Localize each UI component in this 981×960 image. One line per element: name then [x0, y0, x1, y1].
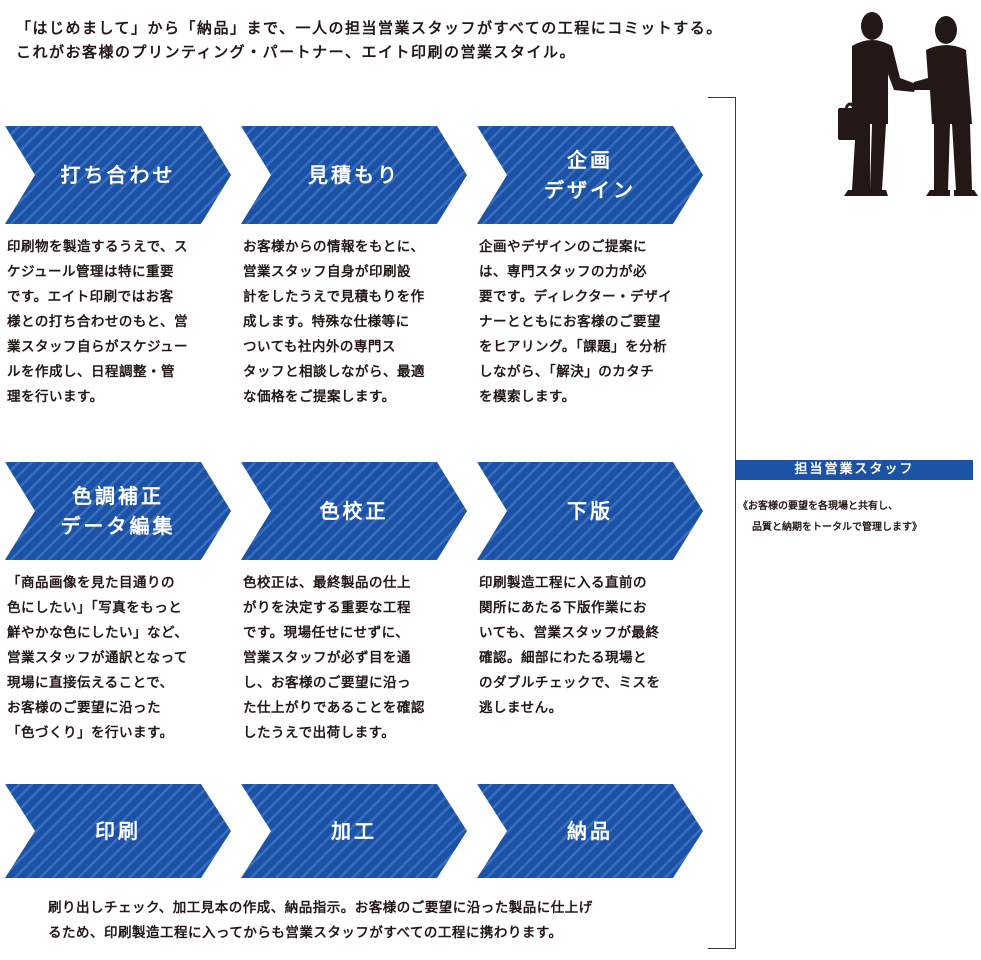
step-label: 打ち合わせ — [60, 163, 176, 187]
desc-line: タッフと相談しながら、最適 — [243, 364, 425, 380]
desc-line: 計をしたうえで見積もりを作 — [243, 289, 425, 305]
handshake-silhouette-icon — [838, 12, 978, 196]
desc-line: は、専門スタッフの力が必 — [479, 264, 647, 280]
desc-line: 確認。細部にわたる現場と — [479, 650, 647, 666]
step-color-correction: 色調補正 データ編集 — [5, 462, 231, 560]
intro-line-1: 「はじめまして」から「納品」まで、一人の担当営業スタッフがすべての工程にコミット… — [16, 19, 723, 37]
step-desc-color-correction: 「商品画像を見た目通りの 色にしたい」「写真をもっと 鮮やかな色にしたい」など、… — [7, 571, 188, 746]
desc-line: 「商品画像を見た目通りの — [7, 575, 175, 591]
desc-line: 印刷製造工程に入る直前の — [479, 575, 647, 591]
desc-line: 要です。ディレクター・デザイ — [479, 289, 673, 305]
chevron-shape — [241, 784, 467, 878]
desc-line: いても、営業スタッフが最終 — [479, 625, 660, 641]
intro-text: 「はじめまして」から「納品」まで、一人の担当営業スタッフがすべての工程にコミット… — [16, 16, 836, 64]
step-label: 見積もり — [308, 163, 400, 187]
staff-badge: 担当営業スタッフ — [736, 460, 973, 480]
desc-line: 営業スタッフ自身が印刷設 — [243, 264, 411, 280]
desc-line: 関所にあたる下版作業にお — [479, 600, 647, 616]
desc-line: ケジュール管理は特に重要 — [7, 264, 175, 280]
step-label: 印刷 — [95, 819, 141, 843]
chevron-shape — [5, 784, 231, 878]
step-label: 色調補正 データ編集 — [60, 484, 176, 538]
desc-line: な価格をご提案します。 — [243, 389, 396, 405]
desc-line: 理を行います。 — [7, 389, 104, 405]
step-desc-mitsumori: お客様からの情報をもとに、 営業スタッフ自身が印刷設 計をしたうえで見積もりを作… — [243, 235, 425, 410]
desc-line: 業スタッフ自らがスケジュー — [7, 339, 189, 355]
desc-line: です。現場任せにせずに、 — [243, 625, 410, 641]
desc-line: のダブルチェックで、ミスを — [479, 675, 661, 691]
desc-line: ルを作成し、日程調整・管 — [7, 364, 175, 380]
step-label: 企画 デザイン — [544, 148, 636, 202]
step-label: 加工 — [331, 819, 377, 843]
desc-line: お客様のご要望に沿った — [7, 700, 161, 716]
desc-line: 印刷物を製造するうえで、ス — [7, 239, 189, 255]
desc-line: 色校正は、最終製品の仕上 — [243, 575, 411, 591]
step-desc-kikaku-design: 企画やデザインのご提案に は、専門スタッフの力が必 要です。ディレクター・デザイ… — [479, 235, 672, 410]
step-delivery: 納品 — [477, 784, 703, 878]
staff-note: 《お客様の要望を各現場と共有し、 品質と納期をトータルで管理します》 — [738, 496, 978, 538]
step-uchiawase: 打ち合わせ — [5, 126, 231, 224]
desc-line: 色にしたい」「写真をもっと — [7, 600, 183, 616]
chevron-shape — [477, 784, 703, 878]
step-label: 納品 — [567, 819, 613, 843]
desc-line: 「色づくり」を行います。 — [7, 725, 174, 741]
desc-line: をヒアリング。「課題」を分析 — [479, 339, 668, 355]
desc-line: 現場に直接伝えることで、 — [7, 675, 174, 691]
step-printing: 印刷 — [5, 784, 231, 878]
step-label: 下版 — [567, 499, 613, 523]
step-color-proof: 色校正 — [241, 462, 467, 560]
desc-line: し、お客様のご要望に沿っ — [243, 675, 411, 691]
desc-line: るため、印刷製造工程に入ってからも営業スタッフがすべての工程に携わります。 — [48, 925, 563, 941]
staff-note-line-1: 《お客様の要望を各現場と共有し、 — [738, 501, 898, 512]
step-plate: 下版 — [477, 462, 703, 560]
desc-line: 鮮やかな色にしたい」など、 — [7, 625, 189, 641]
desc-line: ついても社内外の専門ス — [243, 339, 396, 355]
desc-line: 様との打ち合わせのもと、営 — [7, 314, 189, 330]
desc-line: 企画やデザインのご提案に — [479, 239, 647, 255]
chevron-shape — [241, 126, 467, 224]
chevron-shape — [5, 126, 231, 224]
step-processing: 加工 — [241, 784, 467, 878]
step-kikaku-design: 企画 デザイン — [477, 126, 703, 224]
staff-note-line-2: 品質と納期をトータルで管理します》 — [752, 522, 922, 533]
desc-line: しながら、「解決」のカタチ — [479, 364, 655, 380]
desc-line: お客様からの情報をもとに、 — [243, 239, 425, 255]
desc-line: た仕上がりであることを確認 — [243, 700, 425, 716]
intro-line-2: これがお客様のプリンティング・パートナー、エイト印刷の営業スタイル。 — [16, 43, 576, 61]
desc-line: 刷り出しチェック、加工見本の作成、納品指示。お客様のご要望に沿った製品に仕上げ — [48, 900, 593, 916]
chevron-shape — [241, 462, 467, 560]
desc-line: 営業スタッフが必ず目を通 — [243, 650, 411, 666]
desc-line: したうえで出荷します。 — [243, 725, 396, 741]
chevron-shape — [5, 462, 231, 560]
step-desc-plate: 印刷製造工程に入る直前の 関所にあたる下版作業にお いても、営業スタッフが最終 … — [479, 571, 660, 721]
bottom-description: 刷り出しチェック、加工見本の作成、納品指示。お客様のご要望に沿った製品に仕上げ … — [48, 896, 593, 946]
desc-line: ナーとともにお客様のご要望 — [479, 314, 661, 330]
desc-line: 成します。特殊な仕様等に — [243, 314, 410, 330]
chevron-shape — [477, 126, 703, 224]
desc-line: がりを決定する重要な工程 — [243, 600, 411, 616]
chevron-shape — [477, 462, 703, 560]
process-bracket — [708, 97, 736, 949]
desc-line: 営業スタッフが通訳となって — [7, 650, 188, 666]
step-desc-uchiawase: 印刷物を製造するうえで、ス ケジュール管理は特に重要 です。エイト印刷ではお客 … — [7, 235, 188, 410]
step-desc-color-proof: 色校正は、最終製品の仕上 がりを決定する重要な工程 です。現場任せにせずに、 営… — [243, 571, 425, 746]
desc-line: を模索します。 — [479, 389, 576, 405]
desc-line: です。エイト印刷ではお客 — [7, 289, 174, 305]
desc-line: 逃しません。 — [479, 700, 563, 716]
step-mitsumori: 見積もり — [241, 126, 467, 224]
step-label: 色校正 — [319, 499, 389, 523]
